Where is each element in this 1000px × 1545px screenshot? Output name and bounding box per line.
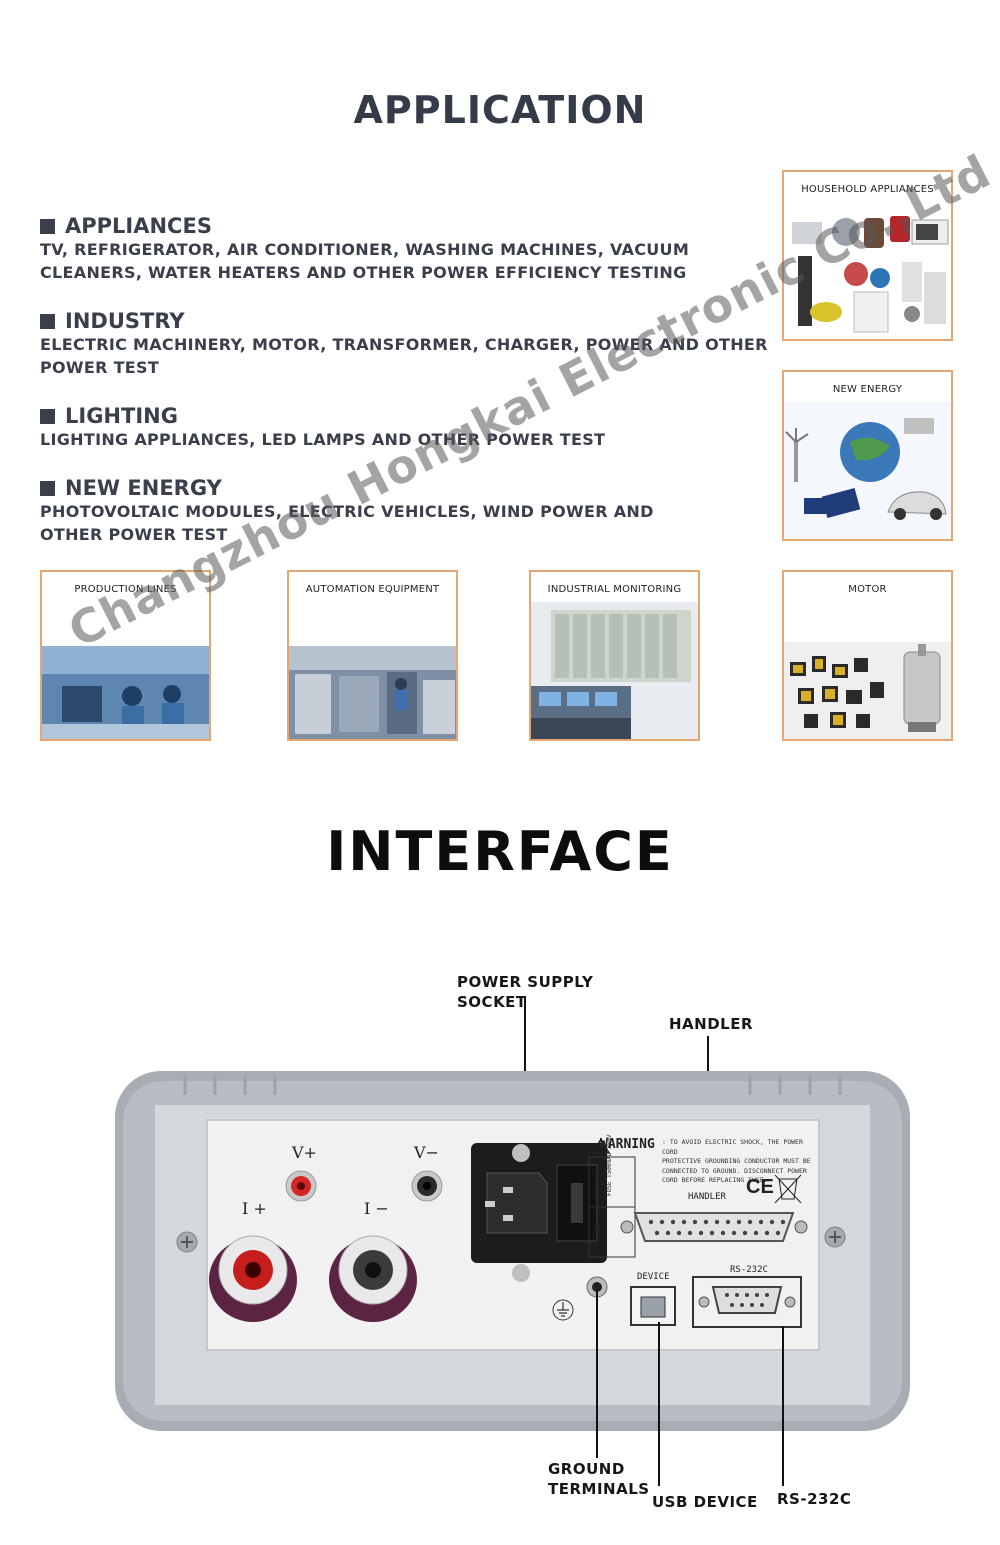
category-desc-line: PHOTOVOLTAIC MODULES, ELECTRIC VEHICLES,… [40, 502, 654, 521]
category-appliances: APPLIANCES TV, REFRIGERATOR, AIR CONDITI… [40, 214, 780, 284]
interface-title: INTERFACE [326, 820, 674, 883]
panel-label-rs232: RS-232C [730, 1265, 768, 1275]
category-heading: INDUSTRY [65, 309, 185, 333]
callout-line: TERMINALS [548, 1480, 650, 1498]
new-energy-image [784, 402, 951, 539]
label-i-plus: I + [242, 1199, 267, 1218]
automation-equipment-image [289, 646, 456, 739]
callout-usb-device: USB DEVICE [652, 1493, 758, 1511]
rating-text: RATING [593, 1224, 600, 1246]
bullet-square-icon [40, 218, 55, 234]
card-motor: MOTOR [782, 570, 953, 741]
category-desc-line: OTHER POWER TEST [40, 525, 228, 544]
production-lines-image [42, 646, 209, 739]
category-desc-line: CLEANERS, WATER HEATERS AND OTHER POWER … [40, 263, 687, 282]
bullet-square-icon [40, 313, 55, 329]
leader-line [782, 1326, 784, 1486]
category-desc-line: LIGHTING APPLIANCES, LED LAMPS AND OTHER… [40, 430, 606, 449]
category-lighting: LIGHTING LIGHTING APPLIANCES, LED LAMPS … [40, 404, 780, 451]
card-production-lines: PRODUCTION LINES [40, 570, 211, 741]
fuse-label: FUSE T500mAL 250V [606, 1135, 613, 1196]
category-desc-line: ELECTRIC MACHINERY, MOTOR, TRANSFORMER, … [40, 335, 768, 354]
panel-label-device: DEVICE [637, 1272, 670, 1282]
card-caption: HOUSEHOLD APPLIANCES [801, 184, 934, 195]
callout-ground-terminals: GROUND TERMINALS [548, 1459, 650, 1499]
warning-line: CORD BEFORE REPLACING FUSE. [662, 1176, 768, 1184]
bullet-square-icon [40, 408, 55, 424]
card-caption: MOTOR [848, 584, 887, 595]
fuse-value: T500mAL 250V [606, 1134, 613, 1178]
card-caption: AUTOMATION EQUIPMENT [305, 584, 440, 595]
card-caption: INDUSTRIAL MONITORING [547, 584, 682, 595]
category-desc-line: POWER TEST [40, 358, 160, 377]
fuse-text: FUSE [606, 1181, 613, 1196]
warning-line: PROTECTIVE GROUNDING CONDUCTOR MUST BE [662, 1157, 811, 1165]
category-heading: LIGHTING [65, 404, 178, 428]
category-heading: NEW ENERGY [65, 476, 222, 500]
warning-text: : TO AVOID ELECTRIC SHOCK, THE POWER COR… [662, 1138, 812, 1186]
card-automation-equipment: AUTOMATION EQUIPMENT [287, 570, 458, 741]
card-industrial-monitoring: INDUSTRIAL MONITORING [529, 570, 700, 741]
label-v-minus: V− [414, 1143, 439, 1162]
household-appliances-image [792, 216, 949, 333]
category-desc-line: TV, REFRIGERATOR, AIR CONDITIONER, WASHI… [40, 240, 690, 259]
warning-title: WARNING [600, 1137, 655, 1152]
category-industry: INDUSTRY ELECTRIC MACHINERY, MOTOR, TRAN… [40, 309, 780, 379]
leader-line [596, 1290, 598, 1458]
category-new-energy: NEW ENERGY PHOTOVOLTAIC MODULES, ELECTRI… [40, 476, 780, 546]
leader-line [658, 1322, 660, 1486]
card-caption: NEW ENERGY [832, 384, 903, 395]
label-v-plus: V+ [292, 1143, 317, 1162]
callout-power-supply-socket: POWER SUPPLY SOCKET [457, 972, 593, 1012]
category-heading: APPLIANCES [65, 214, 212, 238]
callout-line: SOCKET [457, 993, 527, 1011]
motor-image [784, 642, 951, 739]
callout-handler: HANDLER [669, 1015, 754, 1033]
panel-label-handler: HANDLER [688, 1192, 726, 1202]
callout-line: GROUND [548, 1460, 625, 1478]
bullet-square-icon [40, 480, 55, 496]
callout-line: POWER SUPPLY [457, 973, 594, 991]
application-title: APPLICATION [353, 88, 647, 132]
warning-line: CONNECTED TO GROUND. DISCONNECT POWER [662, 1166, 807, 1175]
card-caption: PRODUCTION LINES [74, 584, 177, 595]
rating-label: RATING ~220V 50Hz 30VA [593, 1167, 600, 1247]
callout-rs232c: RS-232C [777, 1490, 852, 1508]
rating-value: ~220V 50Hz 30VA [593, 1166, 600, 1221]
ce-mark: CE [746, 1176, 774, 1198]
device-rear-panel [115, 1071, 910, 1431]
card-household-appliances: HOUSEHOLD APPLIANCES [782, 170, 953, 341]
warning-line: : TO AVOID ELECTRIC SHOCK, THE POWER COR… [662, 1138, 803, 1156]
industrial-monitoring-image [531, 602, 698, 739]
label-i-minus: I − [364, 1199, 389, 1218]
card-new-energy: NEW ENERGY [782, 370, 953, 541]
